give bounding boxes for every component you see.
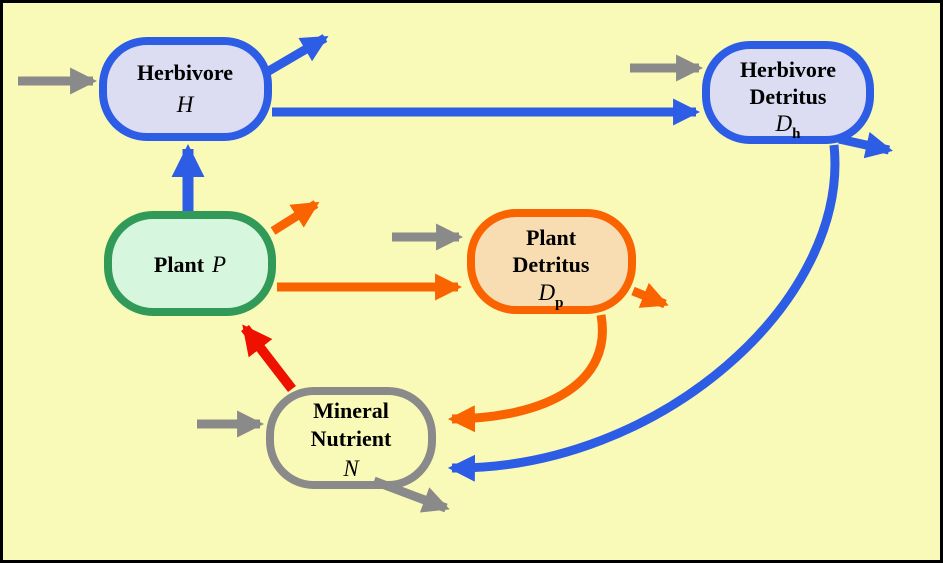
node-herbivore-label: Herbivore — [137, 60, 233, 85]
node-herbivore: Herbivore H — [99, 37, 272, 141]
node-plant-detritus-shape — [467, 209, 636, 314]
flow-plant-detritus-to-nutrient-arrow — [447, 314, 607, 433]
node-mineral-nutrient: Mineral Nutrient N — [266, 387, 436, 489]
node-plant-detritus-symbol: Dp — [538, 280, 564, 311]
node-mineral-nutrient-label1: Mineral — [313, 398, 389, 423]
node-mineral-nutrient-symbol: N — [342, 456, 360, 481]
flow-nutrient-to-plant-arrow — [241, 324, 296, 393]
node-herbivore-symbol: H — [176, 92, 195, 117]
node-herbivore-detritus-symbol: Dh — [775, 111, 802, 142]
node-herbivore-detritus-label2: Detritus — [750, 84, 827, 109]
node-plant-detritus-label1: Plant — [526, 225, 577, 250]
node-plant-shape — [104, 211, 276, 316]
node-herbivore-detritus-shape — [702, 41, 874, 144]
plant-detritus-loss-arrow — [631, 282, 669, 309]
flow-herbivore-detritus-to-nutrient-arrow — [447, 144, 840, 482]
node-herbivore-shape — [99, 37, 272, 141]
plant-loss-arrow — [270, 200, 320, 235]
node-plant-detritus-label2: Detritus — [513, 252, 590, 277]
node-mineral-nutrient-shape — [266, 387, 436, 489]
herbivore-detritus-loss-arrow — [838, 131, 893, 159]
node-mineral-nutrient-label2: Nutrient — [311, 426, 392, 451]
node-plant-detritus: Plant Detritus Dp — [467, 209, 636, 314]
herbivore-loss-arrow — [264, 34, 329, 76]
node-herbivore-detritus-label1: Herbivore — [740, 57, 836, 82]
node-herbivore-detritus: Herbivore Detritus Dh — [702, 41, 874, 144]
